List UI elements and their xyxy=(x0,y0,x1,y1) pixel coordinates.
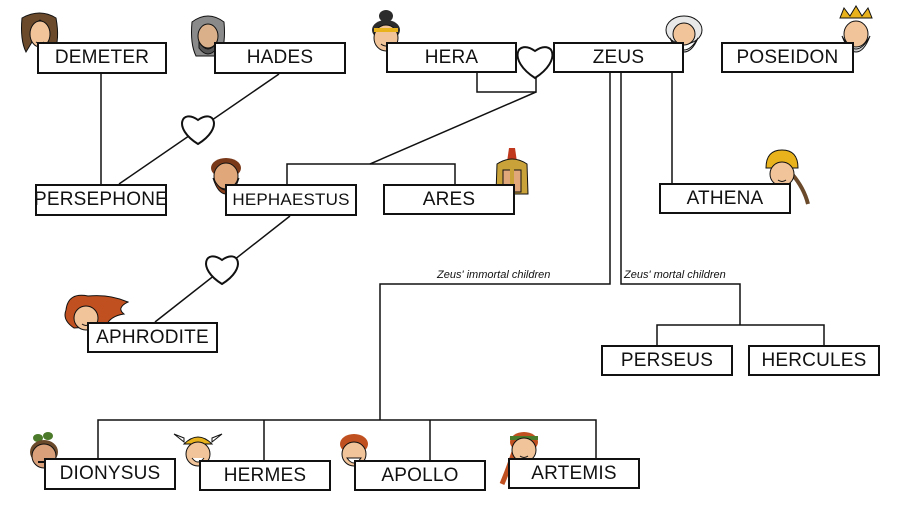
deity-box-hercules: HERCULES xyxy=(748,345,880,376)
deity-box-hephaestus: HEPHAESTUS xyxy=(225,184,357,216)
line-mortal-branch xyxy=(656,324,825,345)
deity-box-hermes: HERMES xyxy=(199,460,331,491)
deity-box-apollo: APOLLO xyxy=(354,460,486,491)
line-zeus-mortal xyxy=(620,73,741,325)
line-union-children xyxy=(369,91,537,165)
deity-box-hades: HADES xyxy=(214,42,346,74)
deity-box-artemis: ARTEMIS xyxy=(508,458,640,489)
deity-box-zeus: ZEUS xyxy=(553,42,684,73)
line-immortal-branch xyxy=(97,419,597,458)
line-hera-zeus-union xyxy=(476,73,537,93)
deity-box-persephone: PERSEPHONE xyxy=(34,184,168,216)
deity-box-ares: ARES xyxy=(383,184,515,215)
deity-box-poseidon: POSEIDON xyxy=(721,42,854,73)
heart-icon xyxy=(181,115,215,146)
line-hephaestus-ares-branch xyxy=(286,163,456,184)
deity-box-athena: ATHENA xyxy=(659,183,791,214)
heart-icon xyxy=(205,255,239,286)
deity-box-hera: HERA xyxy=(386,42,517,73)
face-icon xyxy=(173,433,223,467)
line-zeus-immortal xyxy=(379,73,611,420)
deity-box-aphrodite: APHRODITE xyxy=(87,322,218,353)
deity-box-dionysus: DIONYSUS xyxy=(44,458,176,490)
heart-icon xyxy=(516,46,554,80)
label-immortal-children: Zeus' immortal children xyxy=(437,269,551,281)
deity-box-perseus: PERSEUS xyxy=(601,345,733,376)
face-icon xyxy=(765,149,810,205)
label-mortal-children: Zeus' mortal children xyxy=(624,269,726,281)
deity-box-demeter: DEMETER xyxy=(37,42,167,74)
